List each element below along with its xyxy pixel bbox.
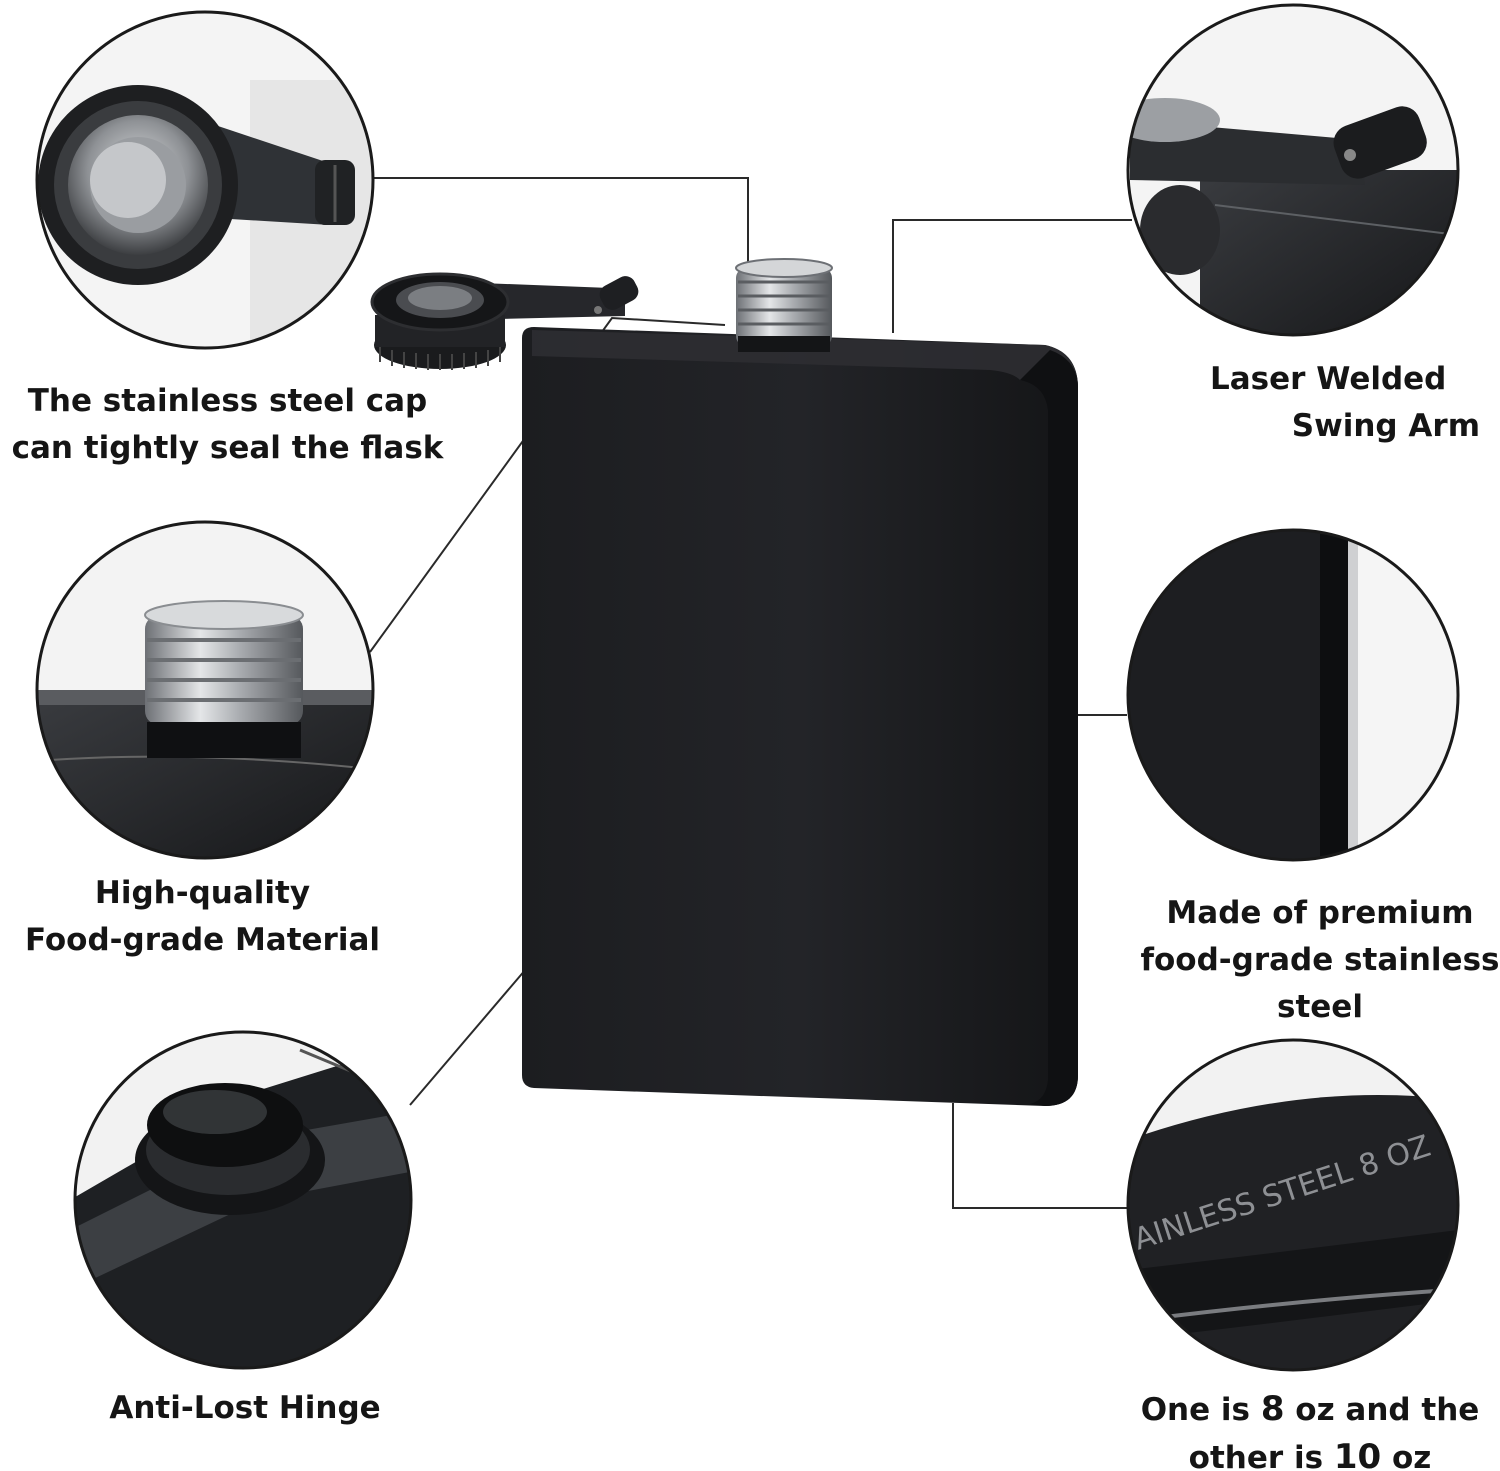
steel-label-line-3: steel [1277,989,1363,1025]
callout-line-engraving [952,1103,1132,1209]
callout-line-hinge [409,961,533,1106]
feature-label-hinge: Anti-Lost Hinge [40,1385,450,1432]
feature-label-swing-arm: Laser Welded Swing Arm [1180,356,1480,450]
flask-edge-icon [1126,528,1460,862]
capacity-line1-number: 8 [1260,1389,1285,1429]
cap-label-line-1: The stainless steel cap [27,383,428,419]
engraved-base-icon: AINLESS STEEL 8 OZ [1126,1038,1460,1372]
flask-body [522,327,1078,1106]
callout-line-neck [369,316,726,653]
steel-label-line-2: food-grade stainless [1140,942,1500,978]
capacity-line1-suffix: oz and the [1284,1392,1480,1428]
feature-label-cap: The stainless steel cap can tightly seal… [0,378,455,472]
feature-label-capacity: One is 8 oz and the other is 10 oz [1120,1386,1500,1471]
hinge-cap-icon [73,1030,413,1370]
callout-line-arm [892,219,1132,333]
flask-neck-threads [736,268,832,346]
swing-arm-label-line-2: Swing Arm [1291,408,1480,444]
hip-flask-icon [370,258,1078,1106]
hinge-label-line-1: Anti-Lost Hinge [109,1390,381,1426]
flask-cap-detail-icon [35,10,375,350]
capacity-label-line-1: One is 8 oz and the [1120,1386,1500,1434]
cap-label-line-2: can tightly seal the flask [11,430,444,466]
capacity-line2-number: 10 [1333,1437,1382,1471]
steel-label-line-1: Made of premium [1166,895,1474,931]
callout-line-cap [372,177,749,265]
capacity-line2-prefix: other is [1188,1440,1334,1471]
swing-arm-label-line-1: Laser Welded [1210,361,1447,397]
material-label-line-2: Food-grade Material [24,922,381,958]
capacity-line2-suffix: oz [1381,1440,1432,1471]
material-label-line-1: High-quality [94,875,311,911]
swing-arm-icon [1126,3,1460,337]
feature-label-material: High-quality Food-grade Material [0,870,405,964]
threaded-neck-icon [35,520,375,860]
capacity-line1-prefix: One is [1140,1392,1261,1428]
feature-label-steel: Made of premium food-grade stainless ste… [1140,890,1500,1031]
capacity-label-line-2: other is 10 oz [1120,1434,1500,1471]
